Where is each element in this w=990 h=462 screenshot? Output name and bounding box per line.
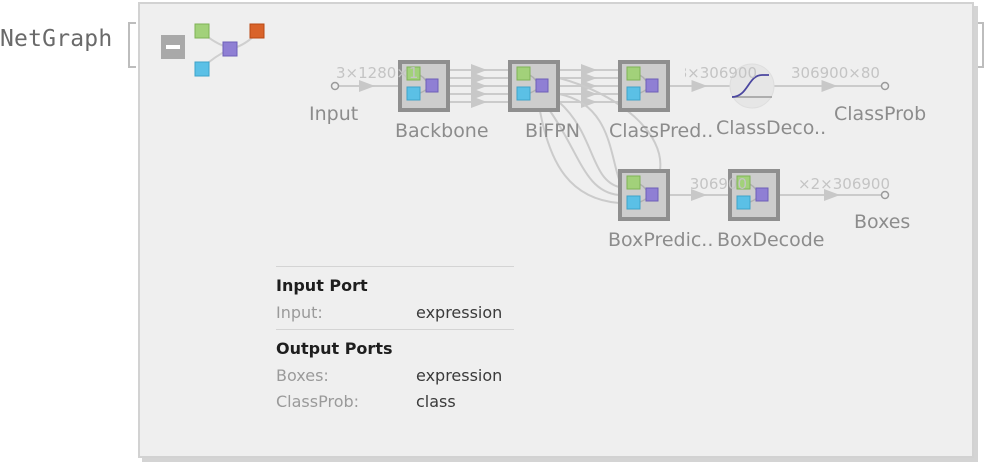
port-name: Boxes: xyxy=(276,365,329,385)
node-label-boxpredic: BoxPredic.. xyxy=(608,229,714,251)
input-port-header: Input Port xyxy=(276,276,368,295)
green-square-icon xyxy=(626,66,641,81)
edge-dim-classdeco-classprob: 306900×80 xyxy=(791,64,880,82)
purple-square-icon xyxy=(755,187,769,202)
port-name: Input: xyxy=(276,302,323,322)
edge-dim-boxpredic-boxdecode: 306900× xyxy=(691,175,747,193)
port-type: expression xyxy=(416,302,503,322)
collapse-button[interactable] xyxy=(161,35,185,59)
green-square-icon xyxy=(406,66,421,81)
blue-square-icon xyxy=(194,61,210,77)
divider xyxy=(276,329,514,330)
right-bracket xyxy=(976,22,984,68)
port-classprob-icon[interactable] xyxy=(880,81,890,91)
green-square-icon xyxy=(736,175,751,190)
output-ports-header: Output Ports xyxy=(276,339,393,358)
blue-square-icon xyxy=(626,195,641,210)
blue-square-icon xyxy=(736,195,751,210)
port-input-icon[interactable] xyxy=(330,81,340,91)
orange-square-icon xyxy=(249,23,265,39)
port-boxes-icon[interactable] xyxy=(880,190,890,200)
node-label-boxes: Boxes xyxy=(854,211,911,233)
edge-bifpn-boxpredic xyxy=(558,77,662,171)
node-classpred[interactable] xyxy=(618,60,670,112)
purple-square-icon xyxy=(535,78,549,93)
node-boxpredic[interactable] xyxy=(618,169,670,221)
edge-bifpn-boxpredic xyxy=(549,110,620,196)
netgraph-head: NetGraph xyxy=(0,26,113,52)
ports-table: Input Port Input: expression Output Port… xyxy=(276,266,514,414)
green-square-icon xyxy=(194,23,210,39)
port-row: Boxes: expression xyxy=(276,362,514,388)
node-label-input: Input xyxy=(309,103,359,125)
netgraph-summary-icon xyxy=(194,23,265,77)
port-row: ClassProb: class xyxy=(276,388,514,414)
node-label-classpred: ClassPred.. xyxy=(609,120,714,142)
purple-square-icon xyxy=(645,78,659,93)
port-row: Input: expression xyxy=(276,299,514,325)
port-type: expression xyxy=(416,365,503,385)
edge-dim-boxdecode-boxes: 306900×2×2 xyxy=(800,175,890,193)
left-bracket xyxy=(128,22,136,68)
edge-bifpn-boxpredic xyxy=(539,110,620,204)
node-label-classprob: ClassProb xyxy=(834,103,927,125)
port-type: class xyxy=(416,391,456,411)
edge-bifpn-boxpredic xyxy=(558,93,620,180)
netgraph-panel: 3×1280×1 306900×8 306900×80 306900× 3069… xyxy=(138,2,974,458)
node-bifpn[interactable] xyxy=(508,60,560,112)
node-label-boxdecode: BoxDecode xyxy=(717,229,825,251)
blue-square-icon xyxy=(516,86,531,101)
green-square-icon xyxy=(516,66,531,81)
node-label-backbone: Backbone xyxy=(395,120,489,142)
divider xyxy=(276,266,514,267)
blue-square-icon xyxy=(626,86,641,101)
purple-square-icon xyxy=(222,41,238,57)
port-name: ClassProb: xyxy=(276,391,360,411)
purple-square-icon xyxy=(645,187,659,202)
node-label-bifpn: BiFPN xyxy=(525,120,580,142)
node-backbone[interactable] xyxy=(398,60,450,112)
edge-dim-input-backbone: 3×1280×1 xyxy=(336,64,419,82)
blue-square-icon xyxy=(406,86,421,101)
node-classdeco[interactable] xyxy=(729,63,775,109)
graph-diagram xyxy=(194,23,890,221)
edge-dim-classpred-classdeco: 306900×8 xyxy=(685,64,757,82)
node-boxdecode[interactable] xyxy=(728,169,780,221)
edge-bifpn-boxpredic xyxy=(558,101,620,188)
purple-square-icon xyxy=(425,78,439,93)
green-square-icon xyxy=(626,175,641,190)
node-label-classdeco: ClassDeco.. xyxy=(716,117,827,139)
